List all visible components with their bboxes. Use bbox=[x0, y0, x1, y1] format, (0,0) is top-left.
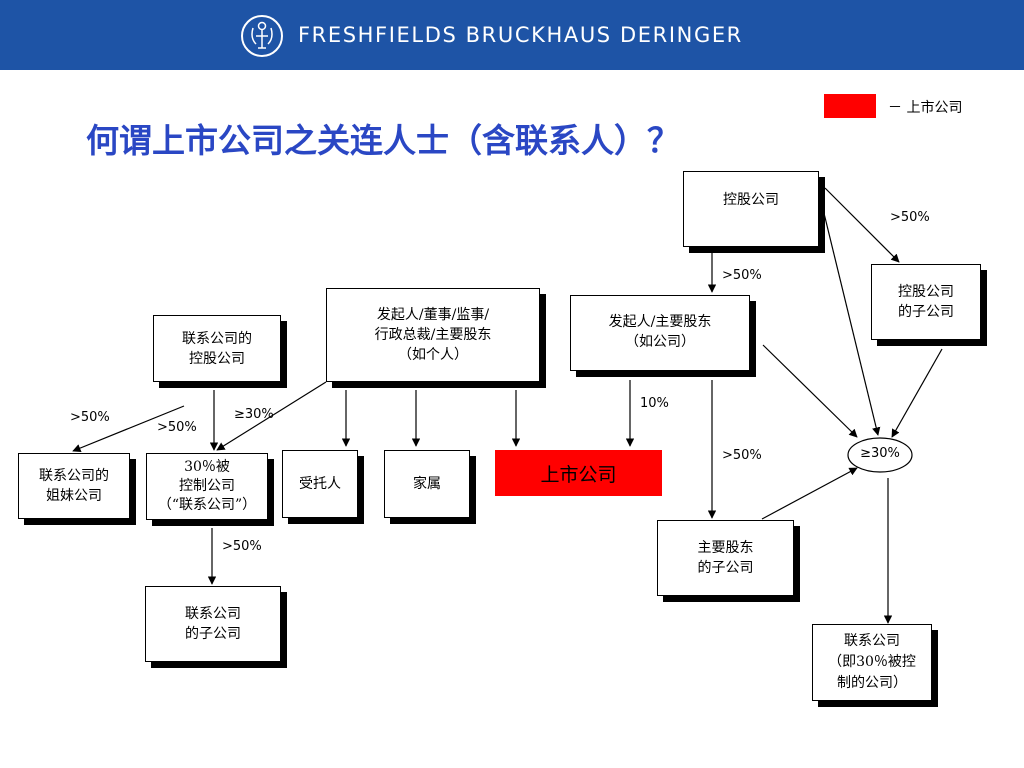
associate-subsidiary-box: 联系公司 的子公司 bbox=[145, 586, 281, 662]
substantial-holder-subsidiary-box: 主要股东 的子公司 bbox=[657, 520, 794, 596]
family-label: 家属 bbox=[413, 476, 441, 492]
associate-sister-box: 联系公司的 姐妹公司 bbox=[18, 453, 130, 519]
promoter-company-box: 发起人/主要股东 （如公司） bbox=[570, 295, 750, 371]
thirty-percent-node bbox=[847, 437, 913, 473]
legend-swatch bbox=[824, 94, 876, 118]
associate-subsidiary-label: 联系公司 的子公司 bbox=[185, 606, 241, 642]
header-banner: FRESHFIELDS BRUCKHAUS DERINGER bbox=[0, 0, 1024, 70]
label-sister: >50% bbox=[70, 410, 110, 425]
associate-company-box: 30％被 控制公司 （“联系公司”） bbox=[146, 453, 268, 520]
associate-sister-label: 联系公司的 姐妹公司 bbox=[39, 468, 109, 504]
trustee-box: 受托人 bbox=[282, 450, 358, 518]
label-associate-holding: >50% bbox=[157, 420, 197, 435]
substantial-holder-subsidiary-label: 主要股东 的子公司 bbox=[697, 540, 754, 576]
associate-30pct-label: 联系公司 （即30％被控 制的公司） bbox=[828, 633, 916, 691]
angel-logo-icon bbox=[241, 15, 283, 57]
trustee-label: 受托人 bbox=[299, 476, 341, 492]
firm-name: FRESHFIELDS BRUCKHAUS DERINGER bbox=[298, 23, 743, 47]
holding-subsidiary-label: 控股公司 的子公司 bbox=[898, 284, 954, 320]
associate-holding-box: 联系公司的 控股公司 bbox=[153, 315, 281, 382]
holding-company-box: 控股公司 bbox=[683, 171, 819, 247]
label-promoter-to-substantial-sub: >50% bbox=[722, 448, 762, 463]
associate-holding-label: 联系公司的 控股公司 bbox=[182, 330, 252, 367]
family-box: 家属 bbox=[384, 450, 470, 518]
associate-company-label: 30％被 控制公司 （“联系公司”） bbox=[157, 459, 257, 513]
holding-company-label: 控股公司 bbox=[723, 192, 779, 208]
label-promoter-to-listed: 10% bbox=[640, 396, 669, 411]
associate-30pct-box: 联系公司 （即30％被控 制的公司） bbox=[812, 624, 932, 701]
label-thirty-percent: ≥30% bbox=[860, 446, 900, 461]
promoter-individual-box: 发起人/董事/监事/ 行政总裁/主要股东 （如个人） bbox=[326, 288, 540, 382]
holding-subsidiary-box: 控股公司 的子公司 bbox=[871, 264, 981, 340]
promoter-company-label: 发起人/主要股东 （如公司） bbox=[608, 314, 712, 350]
label-holding-to-promoter: >50% bbox=[722, 268, 762, 283]
label-individual-to-associate: ≥30% bbox=[234, 407, 274, 422]
legend-label: － 上市公司 bbox=[888, 100, 963, 116]
listed-company-label: 上市公司 bbox=[540, 463, 617, 486]
label-holding-to-subsidiary: >50% bbox=[890, 210, 930, 225]
label-associate-to-subsidiary: >50% bbox=[222, 539, 262, 554]
promoter-individual-label: 发起人/董事/监事/ 行政总裁/主要股东 （如个人） bbox=[374, 307, 492, 363]
listed-company-box: 上市公司 bbox=[495, 450, 662, 496]
slide-title: 何谓上市公司之关连人士（含联系人）？ bbox=[86, 121, 680, 160]
